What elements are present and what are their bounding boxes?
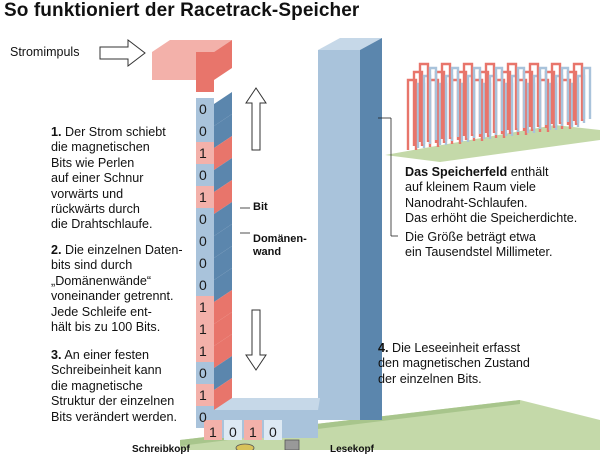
arrow-down-icon [245, 309, 267, 371]
step1-text: 1. Der Strom schiebt die magnetischen Bi… [51, 125, 166, 232]
bottom-bit-digit: 0 [229, 424, 237, 440]
bit-side [214, 202, 232, 236]
bit-cell [196, 274, 214, 296]
domaenenwand-label: Domänen- wand [253, 233, 307, 258]
bit-digit: 1 [199, 299, 207, 315]
bottom-bit-digit: 1 [209, 424, 217, 440]
bit-digit: 0 [199, 167, 207, 183]
step4-text: 4. Die Leseeinheit erfasst den magnetisc… [378, 341, 530, 386]
stromimpuls-label: Stromimpuls [10, 45, 80, 59]
bit-digit: 0 [199, 123, 207, 139]
storage-field-board [385, 125, 600, 162]
step2-text: 2. Die einzelnen Daten- bits sind durch … [51, 243, 183, 335]
bit-cell [196, 142, 214, 164]
bit-digit: 0 [199, 101, 207, 117]
bit-side [214, 136, 232, 170]
arrow-up-icon [245, 87, 267, 151]
bit-cell [196, 120, 214, 142]
bit-side [214, 158, 232, 192]
bit-side [214, 114, 232, 148]
bit-side [214, 180, 232, 214]
bit-label: Bit [253, 201, 268, 213]
bit-cell [196, 296, 214, 318]
bit-digit: 1 [199, 145, 207, 161]
bottom-bit-cell [204, 420, 222, 440]
read-head [284, 439, 300, 450]
bit-digit: 0 [199, 277, 207, 293]
racetrack-loop [152, 38, 382, 440]
bit-cell [196, 230, 214, 252]
nanowire-array [406, 62, 592, 150]
bit-digit: 0 [199, 211, 207, 227]
bit-digit: 1 [199, 321, 207, 337]
bit-side [214, 224, 232, 258]
speicherfeld-text: Das Speicherfeld enthält auf kleinem Rau… [405, 165, 578, 226]
write-head [235, 443, 255, 450]
bit-digit: 0 [199, 409, 207, 425]
bit-cell [196, 208, 214, 230]
bit-side [214, 268, 232, 302]
bottom-bit-cell [244, 420, 262, 440]
bottom-bit-digit: 1 [249, 424, 257, 440]
bit-side [214, 356, 232, 390]
bit-digit: 1 [199, 387, 207, 403]
bit-cell [196, 164, 214, 186]
step4-number: 4. [378, 341, 389, 355]
bit-cell [196, 252, 214, 274]
bit-cell [196, 186, 214, 208]
bit-side [214, 378, 232, 412]
bit-digit: 1 [199, 189, 207, 205]
bit-side [214, 246, 232, 280]
bit-digit: 0 [199, 233, 207, 249]
step3-number: 3. [51, 348, 62, 362]
bit-cell [196, 362, 214, 384]
bit-digit: 0 [199, 365, 207, 381]
step1-number: 1. [51, 125, 62, 139]
bit-cell [196, 384, 214, 406]
bit-side [214, 92, 232, 126]
current-pulse-arrow [99, 38, 146, 68]
step2-number: 2. [51, 243, 62, 257]
groesse-text: Die Größe beträgt etwa ein Tausendstel M… [405, 230, 553, 260]
page-title: So funktioniert der Racetrack-Speicher [4, 0, 360, 21]
bit-side [214, 312, 232, 346]
bit-side [214, 290, 232, 324]
bottom-bit-cell [264, 420, 282, 440]
step3-text: 3. An einer festen Schreibeinheit kann d… [51, 348, 177, 424]
bit-cell [196, 318, 214, 340]
bottom-bit-digit: 0 [269, 424, 277, 440]
bit-digit: 1 [199, 343, 207, 359]
bit-side [214, 334, 232, 368]
bit-cell [196, 98, 214, 120]
bit-digit: 0 [199, 255, 207, 271]
bottom-bit-cell [224, 420, 242, 440]
bit-cell [196, 340, 214, 362]
